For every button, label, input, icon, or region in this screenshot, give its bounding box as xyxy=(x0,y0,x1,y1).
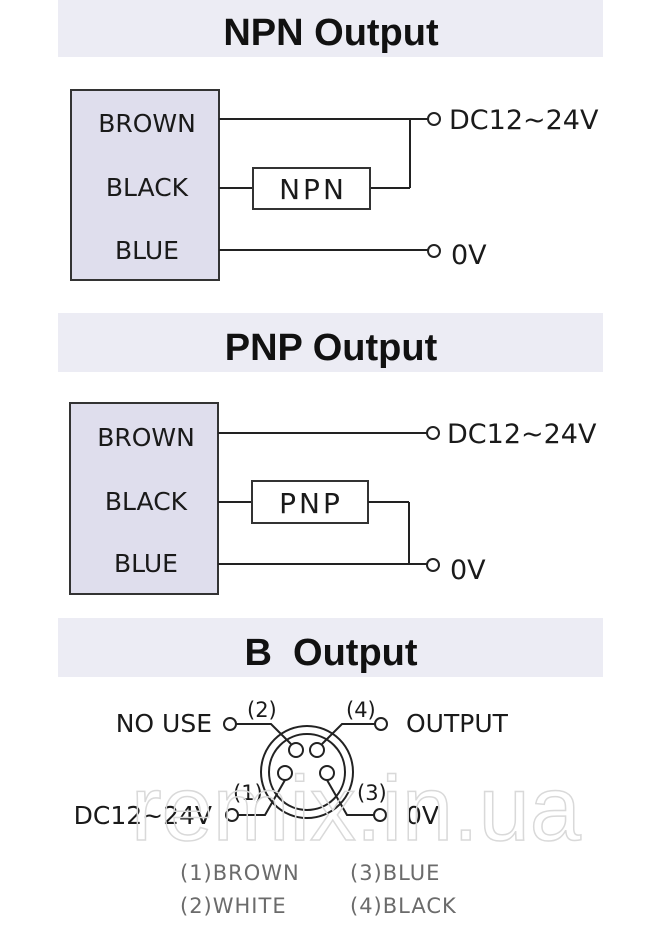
pin-3-number: (3) xyxy=(357,781,387,805)
supply-terminal-icon xyxy=(225,808,239,822)
pin-4-number: (4) xyxy=(346,698,376,722)
pnp-ground-label: 0V xyxy=(450,555,486,586)
b-title: B Output xyxy=(244,632,417,674)
pnp-wire-label-brown: BROWN xyxy=(97,423,195,452)
supply-label: DC12~24V xyxy=(74,801,212,830)
legend-white: (2)WHITE xyxy=(180,894,287,918)
pnp-supply-label: DC12~24V xyxy=(447,419,597,450)
npn-sensor-box xyxy=(70,89,220,281)
npn-ground-label: 0V xyxy=(451,240,487,271)
pin-4-lead xyxy=(321,723,375,745)
pnp-component-label: PNP xyxy=(279,487,343,520)
output-label: OUTPUT xyxy=(406,709,509,738)
pnp-sensor-box xyxy=(69,402,219,595)
npn-ground-terminal-icon xyxy=(427,244,441,258)
legend-brown: (1)BROWN xyxy=(180,861,300,885)
connector-outer-ring-icon xyxy=(260,725,354,819)
npn-wire-label-brown: BROWN xyxy=(98,109,196,138)
ground-terminal-icon xyxy=(373,808,387,822)
pnp-title-band xyxy=(58,313,603,372)
no-use-label: NO USE xyxy=(116,709,212,738)
b-title-band xyxy=(58,618,603,677)
pin-2-icon xyxy=(288,742,304,758)
pin-1-lead xyxy=(238,779,286,816)
npn-wire-label-blue: BLUE xyxy=(115,236,179,265)
npn-supply-label: DC12~24V xyxy=(449,105,599,136)
connector-inner-ring-icon xyxy=(268,733,346,811)
npn-title-band xyxy=(58,0,603,57)
pnp-wire-label-black: BLACK xyxy=(105,487,188,516)
npn-component-label: NPN xyxy=(279,173,347,206)
pnp-title: PNP Output xyxy=(225,327,438,369)
pin-2-number: (2) xyxy=(247,698,277,722)
npn-wire-label-black: BLACK xyxy=(106,173,189,202)
legend-blue: (3)BLUE xyxy=(350,861,440,885)
pnp-wire-label-blue: BLUE xyxy=(114,549,178,578)
pnp-ground-terminal-icon xyxy=(426,558,440,572)
pnp-component-box xyxy=(251,480,369,524)
no-use-terminal-icon xyxy=(223,717,237,731)
npn-supply-terminal-icon xyxy=(427,112,441,126)
ground-label: 0V xyxy=(406,801,439,830)
pin-3-lead xyxy=(326,779,374,816)
watermark: remix.in.ua xyxy=(131,758,582,860)
npn-title: NPN Output xyxy=(223,12,439,54)
pin-4-icon xyxy=(309,742,325,758)
output-terminal-icon xyxy=(374,717,388,731)
pin-2-lead xyxy=(236,723,292,745)
legend-black: (4)BLACK xyxy=(350,894,457,918)
pnp-supply-terminal-icon xyxy=(426,426,440,440)
pin-1-number: (1) xyxy=(233,781,263,805)
npn-component-box xyxy=(252,167,371,210)
